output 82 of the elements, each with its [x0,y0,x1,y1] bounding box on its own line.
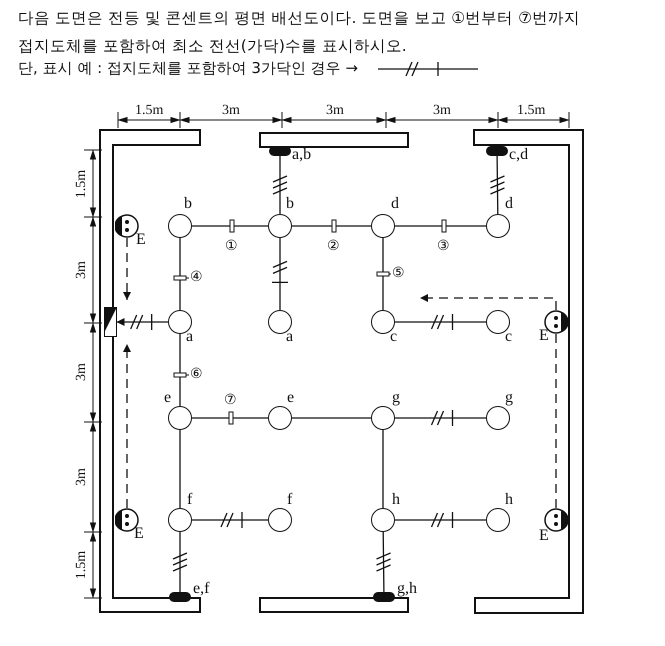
fixture-label: a [186,329,194,345]
wiring-line [292,417,371,419]
switch-symbol [169,592,191,602]
note-text: 단, 표시 예 : 접지도체를 포함하여 3가닥인 경우 → [18,61,358,76]
dimension-label: 3m [433,104,451,118]
wiring-line [292,225,371,227]
dimension-label: 1.5m [135,104,164,118]
callout-number: ⑤ [392,266,405,280]
wiring-line [192,225,268,227]
wiring-line [395,417,486,419]
fixture-label: e [287,390,294,406]
fixture-label: e,f [193,581,210,597]
dimension-label: 3m [326,104,344,118]
wiring-line [395,321,486,323]
fixture-label: b [286,196,294,212]
light-fixture-circle [268,214,292,238]
callout-number: ④ [190,270,203,284]
wiring-line [382,430,384,508]
fixture-label: a [286,329,294,345]
question-text: 다음 도면은 전등 및 콘센트의 평면 배선도이다. 도면을 보고 ①번부터 ⑦번까지 접지도체를 포함하여 최소 전선(가닥)수를 표시하시오. [18,8,581,57]
dashed-arrow [123,238,131,300]
wiring-line [179,334,181,406]
dashed-arrow [420,294,557,310]
callout-number: ② [327,239,340,253]
light-fixture-circle [486,310,510,334]
fixture-label: E [539,328,549,344]
light-fixture-circle [371,508,395,532]
callout-number: ③ [437,239,450,253]
callout-number: ⑥ [190,367,203,381]
fixture-label: e [164,390,172,406]
switch-symbol [269,146,291,156]
switch-symbol [373,592,395,602]
light-fixture-circle [268,406,292,430]
fixture-label: g,h [397,581,417,597]
callout-number: ① [225,239,238,253]
wiring-line [395,225,486,227]
fixture-label: b [184,196,192,212]
light-fixture-circle [371,214,395,238]
wiring-line [179,238,181,310]
wiring-line [496,156,498,214]
fixture-label: c,d [509,147,528,163]
fixture-label: c [505,329,512,345]
light-fixture-circle [268,310,292,334]
fixture-label: f [187,492,192,508]
wiring-line [382,532,385,592]
fixture-label: E [136,232,146,248]
fixture-label: f [287,492,292,508]
dashed-arrow [123,344,131,508]
light-fixture-circle [486,214,510,238]
fixture-label: E [134,526,144,542]
fixture-label: h [392,492,400,508]
wiring-line [192,519,268,521]
wiring-line [192,417,268,419]
wiring-line [179,430,181,508]
wiring-arrow [116,318,168,326]
callout-number: ⑦ [224,393,237,407]
dimension-label: 3m [222,104,240,118]
fixture-label: d [505,196,513,212]
fixture-label: a,b [292,147,312,163]
light-fixture-circle [168,310,192,334]
fixture-label: c [390,329,398,345]
fixture-label: d [391,196,399,212]
panel-board-symbol [104,307,116,337]
fixture-label: E [539,528,549,544]
wiring-line [382,238,384,310]
wiring-line [179,532,181,592]
light-fixture-circle [371,310,395,334]
light-fixture-circle [486,406,510,430]
fixture-label: g [392,390,400,406]
switch-symbol [486,146,508,156]
fixture-label: g [505,390,513,406]
light-fixture-circle [371,406,395,430]
light-fixture-circle [168,406,192,430]
dimension-label: 1.5m [517,104,546,118]
light-fixture-circle [168,508,192,532]
light-fixture-circle [168,214,192,238]
wiring-line [279,156,281,214]
wiring-line [279,238,281,310]
fixture-label: h [505,492,513,508]
light-fixture-circle [268,508,292,532]
wiring-line [395,519,486,521]
light-fixture-circle [486,508,510,532]
